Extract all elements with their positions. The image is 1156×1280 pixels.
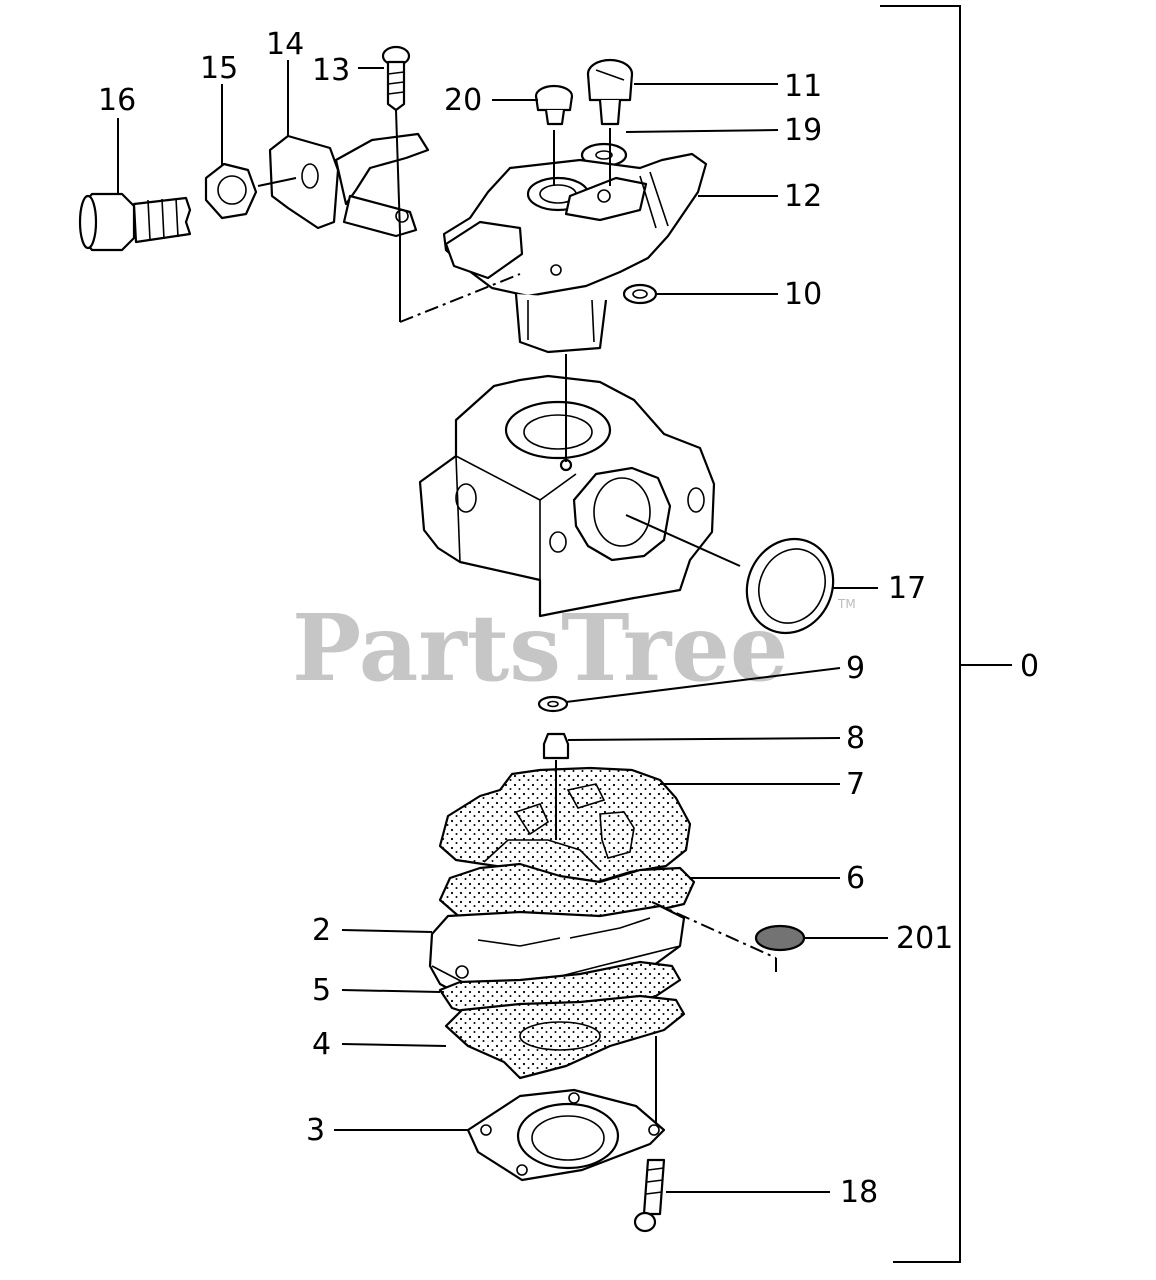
callout-2: 2	[312, 913, 331, 948]
callout-10: 10	[784, 277, 822, 312]
part-19-washer	[580, 142, 628, 168]
callout-0-assembly: 0	[1020, 649, 1039, 684]
part-20-plug	[534, 84, 574, 126]
part-18-screw	[633, 1158, 666, 1233]
part-15-hex-nut	[204, 162, 258, 220]
part-12-upper-body	[442, 152, 708, 354]
leader-lines	[117, 60, 888, 1193]
callout-5: 5	[312, 973, 331, 1008]
assembly-bracket	[880, 5, 1012, 1263]
callout-labels: 16 15 14 13 20 11 19 12 10 17 9 8 7 6 2 …	[98, 27, 1039, 1210]
callout-3: 3	[306, 1113, 325, 1148]
callout-6: 6	[846, 861, 865, 896]
callout-15: 15	[200, 51, 238, 86]
part-14-lever-plate	[268, 132, 430, 238]
watermark-trademark: TM	[837, 597, 856, 611]
alignment-lines	[257, 109, 777, 1124]
carburetor-main-body	[418, 374, 716, 618]
callout-8: 8	[846, 721, 865, 756]
callout-9: 9	[846, 651, 865, 686]
part-17-o-ring	[745, 537, 835, 635]
callout-16: 16	[98, 83, 136, 118]
part-13-screw	[381, 45, 411, 112]
part-3-cover	[466, 1088, 666, 1182]
part-9-washer	[537, 695, 569, 713]
callout-201: 201	[896, 921, 953, 956]
callout-11: 11	[784, 69, 822, 104]
callout-19: 19	[784, 113, 822, 148]
callout-12: 12	[784, 179, 822, 214]
callout-7: 7	[846, 767, 865, 802]
callout-17: 17	[888, 571, 926, 606]
callout-20: 20	[444, 83, 482, 118]
part-201-screen	[754, 924, 806, 952]
part-8-needle-seat	[542, 732, 570, 760]
callout-18: 18	[840, 1175, 878, 1210]
part-16-fitting	[78, 192, 192, 252]
callout-13: 13	[312, 53, 350, 88]
part-11-screw-cap	[586, 58, 634, 126]
callout-4: 4	[312, 1027, 331, 1062]
callout-14: 14	[266, 27, 304, 62]
part-10-clip	[622, 283, 658, 305]
part-4-diaphragm	[444, 994, 686, 1080]
